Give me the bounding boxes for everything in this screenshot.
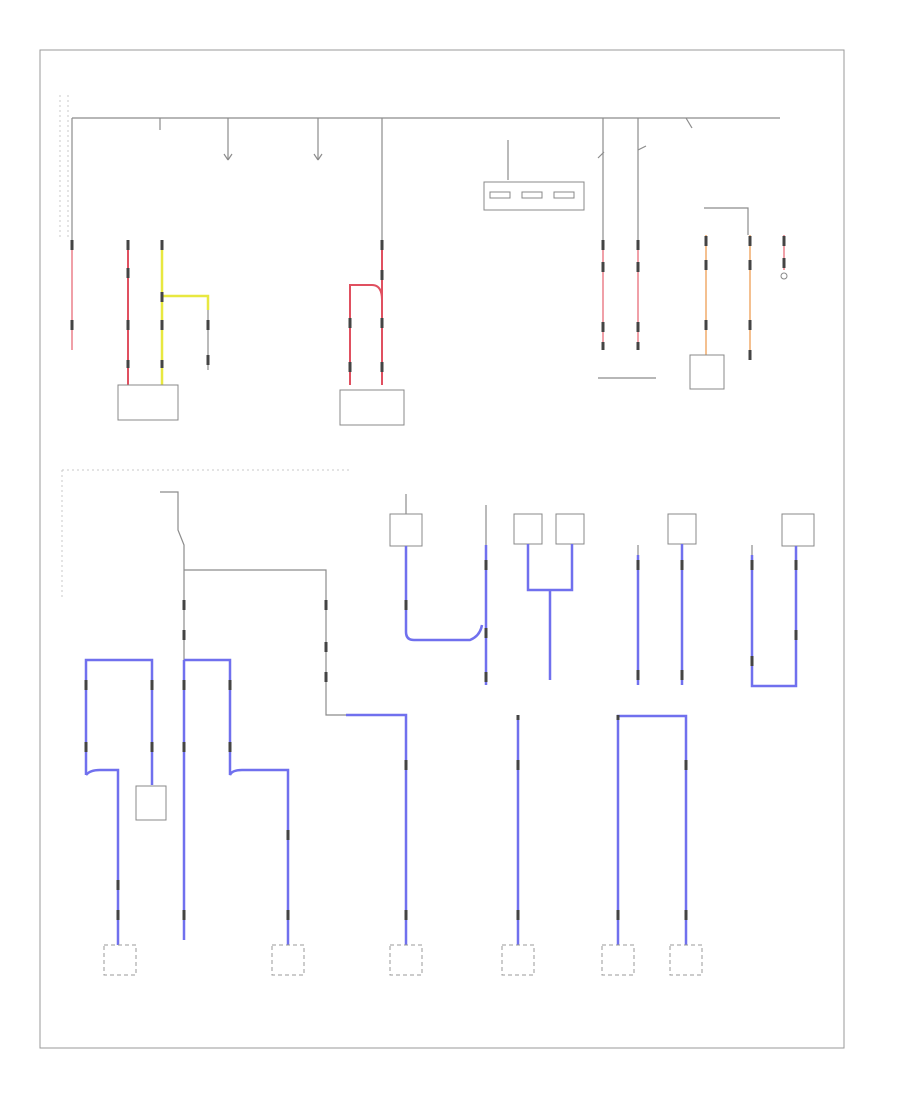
connectors-blue-left	[84, 680, 408, 920]
control-module-middle	[339, 389, 405, 426]
connectors-middle	[348, 240, 384, 372]
wire-blue-752-796	[750, 546, 798, 688]
wire-switch-feed	[160, 491, 185, 600]
fuse-box-boundary-top	[59, 95, 69, 240]
connector-block-5	[601, 944, 635, 976]
wire-gray-right-feed	[704, 207, 749, 235]
fuse-2	[521, 191, 543, 199]
connector-block-3	[389, 944, 423, 976]
connector-block-4	[501, 944, 535, 976]
wire-blue-406-top	[404, 546, 484, 642]
components-right-bottom	[389, 513, 815, 547]
wire-yellow-branch	[162, 294, 210, 310]
connectors-right-bottom	[404, 560, 798, 682]
connectors-bottom-right	[516, 715, 688, 920]
connector-block-1	[103, 944, 137, 976]
wire-switch-branch	[184, 569, 327, 600]
wire-red-loop	[349, 284, 372, 385]
ground-symbol-right	[780, 272, 788, 280]
fuse-3	[553, 191, 575, 199]
fuse-1	[489, 191, 511, 199]
connectors-left	[70, 240, 210, 368]
wire-326-branch	[325, 600, 346, 716]
connectors-far-right	[704, 236, 786, 360]
connector-block-2	[271, 944, 305, 976]
wire-blue-406	[346, 713, 408, 945]
connectors-right-pair	[601, 240, 640, 350]
diagram-frame	[39, 49, 845, 1049]
wire-gray-right-bottom	[405, 494, 753, 555]
wire-blue-center-loop	[184, 658, 290, 945]
connectors-bottom-left	[182, 600, 328, 682]
fuse-box-boundary-bottom	[61, 469, 350, 600]
wire-blue-left-down	[85, 768, 120, 950]
switch-right-a	[689, 354, 725, 390]
relay-box-left	[117, 384, 179, 421]
wire-blue-528-570	[526, 544, 574, 680]
component-bottom-left-box	[135, 785, 167, 821]
wire-blue-618-686	[616, 714, 688, 945]
bus-drops	[71, 117, 693, 240]
wire-blue-left-loop	[84, 658, 154, 785]
connector-block-6	[669, 944, 703, 976]
wire-red-loop-top	[371, 284, 383, 301]
